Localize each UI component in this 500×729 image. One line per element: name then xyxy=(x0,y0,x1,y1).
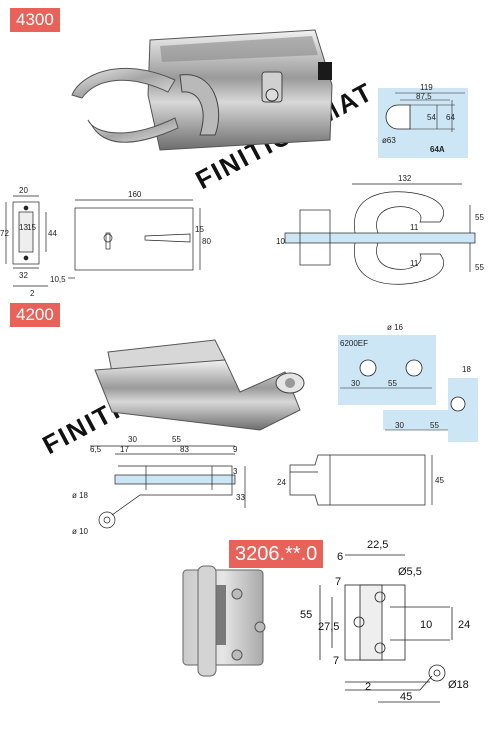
dim-text: 10 xyxy=(276,237,285,246)
product-code-4300: 4300 xyxy=(10,8,60,32)
photo-hinge-4200 xyxy=(94,339,305,431)
dim-text: 15 xyxy=(195,225,204,234)
dim-text: 10 xyxy=(420,619,432,631)
diagram-4300-top xyxy=(284,183,476,285)
dim-text: ø 16 xyxy=(387,323,404,332)
dim-text: 6 xyxy=(337,551,343,563)
dim-text: 15 xyxy=(27,223,36,232)
photo-hinge-3206 xyxy=(182,565,266,677)
dim-text: 20 xyxy=(19,186,28,195)
product-code-3206: 3206.**.0 xyxy=(229,540,324,568)
dim-text: 24 xyxy=(277,478,286,487)
diagram-4200-top xyxy=(289,454,433,506)
dim-text: 2 xyxy=(30,289,35,298)
dim-text: 18 xyxy=(462,365,471,374)
dim-text: 27,5 xyxy=(318,621,339,633)
dim-text: 30 xyxy=(128,435,137,444)
dim-text: 119 xyxy=(420,83,433,92)
diagram-4300-side xyxy=(5,195,48,287)
dim-text: 32 xyxy=(19,271,28,280)
dim-text: 9 xyxy=(233,445,238,454)
dim-text: 55 xyxy=(475,213,484,222)
product-code-4200: 4200 xyxy=(10,303,60,327)
dim-text: 30 xyxy=(395,421,404,430)
dim-text: 7 xyxy=(333,655,339,667)
dim-text: 33 xyxy=(236,493,245,502)
dim-text: 6200EF xyxy=(340,339,368,348)
dim-text: 11 xyxy=(410,259,419,268)
dim-text: ø 10 xyxy=(72,527,89,536)
dim-text: 64A xyxy=(430,145,445,154)
dim-text: 87,5 xyxy=(416,92,432,101)
dim-text: 55 xyxy=(300,609,312,621)
dim-text: 17 xyxy=(120,445,129,454)
dim-text: 55 xyxy=(172,435,181,444)
dim-text: 83 xyxy=(180,445,189,454)
dim-text: ø 18 xyxy=(72,491,89,500)
dim-text: 13 xyxy=(19,223,28,232)
diagram-4300-cutout: 119 87,5 54 64 ø63 64A xyxy=(378,83,468,158)
dim-text: ø63 xyxy=(382,136,396,145)
diagram-3206-top xyxy=(345,664,446,703)
dim-text: 2 xyxy=(365,681,371,693)
dim-text: 80 xyxy=(202,237,211,246)
dim-text: 55 xyxy=(475,263,484,272)
dim-text: 6,5 xyxy=(90,445,102,454)
diagram-3206-front xyxy=(319,554,453,661)
diagram-4300-front xyxy=(68,199,201,279)
dim-text: 54 xyxy=(427,113,436,122)
dim-text: 55 xyxy=(430,421,439,430)
dim-text: 44 xyxy=(48,229,57,238)
diagram-4200-cutout xyxy=(338,335,478,442)
dim-text: 64 xyxy=(446,113,455,122)
dim-text: 22,5 xyxy=(367,539,388,551)
dim-text: Ø18 xyxy=(448,679,469,691)
dim-text: 72 xyxy=(0,229,9,238)
dim-text: 45 xyxy=(400,691,412,703)
dim-text: 7 xyxy=(335,576,341,588)
dim-text: 11 xyxy=(410,223,419,232)
dim-text: 55 xyxy=(388,379,397,388)
dim-text: 160 xyxy=(128,190,142,199)
dim-text: 45 xyxy=(435,476,444,485)
diagram-4200-section xyxy=(90,445,246,529)
dim-text: 30 xyxy=(351,379,360,388)
dim-text: 3 xyxy=(233,467,238,476)
dim-text: 10,5 xyxy=(50,275,66,284)
dim-text: 24 xyxy=(458,619,470,631)
dim-text: Ø5,5 xyxy=(398,566,422,578)
photo-lock-4300 xyxy=(71,29,333,151)
dim-text: 132 xyxy=(398,174,412,183)
